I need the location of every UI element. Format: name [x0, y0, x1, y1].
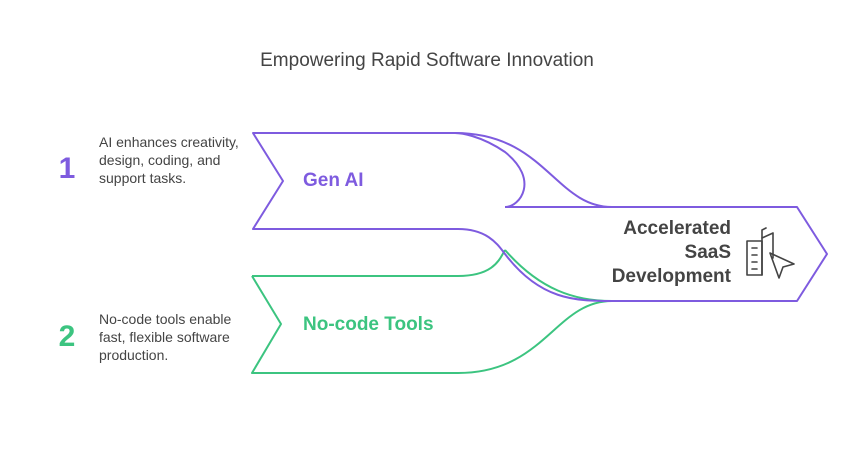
item-number-1: 1: [58, 152, 76, 185]
genai-band-top-curve: [454, 132, 613, 208]
item-description-2: No-code tools enable fast, flexible soft…: [99, 311, 232, 363]
item-description-1: AI enhances creativity, design, coding, …: [99, 134, 239, 186]
nocode-label: No-code Tools: [303, 314, 434, 335]
nocode-band-outline: [251, 249, 613, 374]
result-arrow-outline: [505, 206, 828, 302]
diagram-title: Empowering Rapid Software Innovation: [260, 50, 594, 71]
result-label: Accelerated SaaS Development: [611, 218, 731, 287]
genai-band-outline: [252, 132, 613, 302]
saas-building-cursor-icon: [746, 227, 795, 279]
item-number-2: 2: [58, 320, 76, 353]
genai-label: Gen AI: [303, 170, 364, 191]
nocode-band-top-curve: [252, 249, 506, 277]
